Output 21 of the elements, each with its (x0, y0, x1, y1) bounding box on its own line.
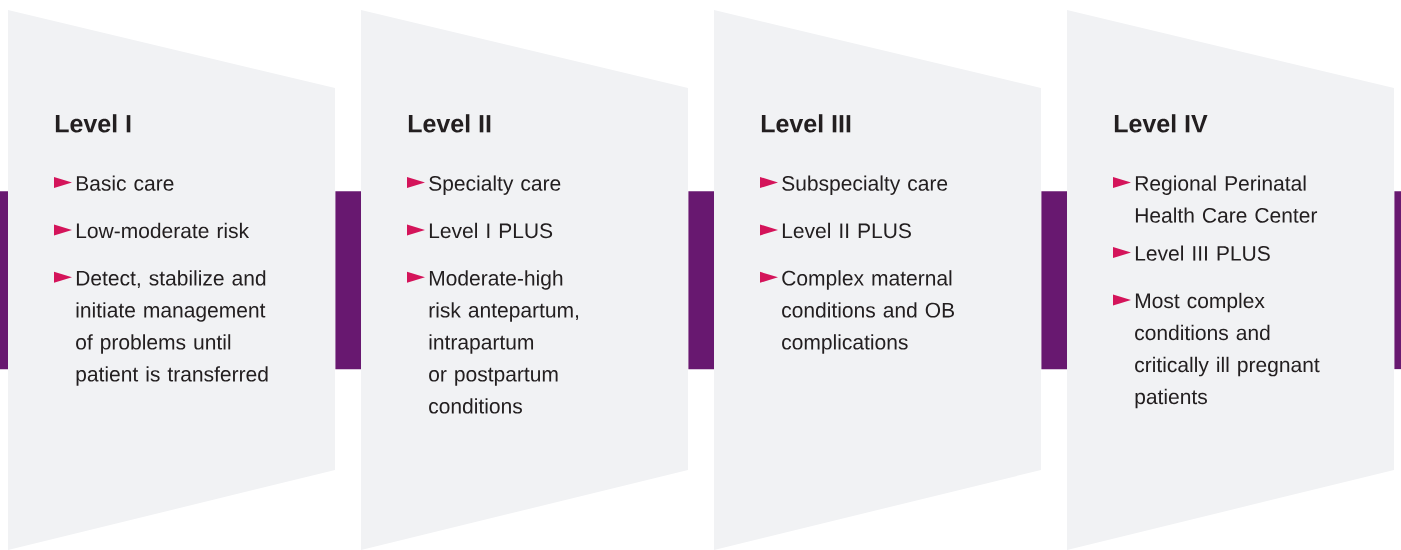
bullet-text: Subspecialty care (782, 175, 948, 195)
bullet-text: Detect, stabilize and initiate management of problems until patient is transferred (76, 270, 268, 386)
panel-heading: Level III (761, 114, 851, 133)
bullet-text: Moderate-high risk antepartum, intrapartum or postpartum conditions (429, 270, 578, 414)
bullet-text: Regional Perinatal Health Care Center (1135, 175, 1318, 223)
bullet-text: Complex maternal conditions and OB complications (782, 270, 954, 354)
bullet-text: Basic care (76, 175, 174, 191)
bullet-text: Level I PLUS (429, 222, 553, 239)
panel-heading: Level II (408, 114, 491, 133)
bullet-text: Most complex conditions and critically ill pregnant patients (1135, 292, 1320, 409)
connector-band (688, 191, 714, 370)
panel-heading: Level I (55, 114, 131, 133)
bullet-text: Specialty care (429, 175, 561, 195)
bullet-text: Level II PLUS (782, 222, 911, 239)
connector-band (335, 191, 361, 370)
connector-band (0, 191, 8, 370)
connector-band (1041, 191, 1067, 370)
panel-heading: Level IV (1114, 114, 1208, 133)
bullet-text: Level III PLUS (1135, 245, 1270, 261)
bullet-text: Low-moderate risk (76, 222, 250, 239)
connector-band (1394, 191, 1401, 370)
